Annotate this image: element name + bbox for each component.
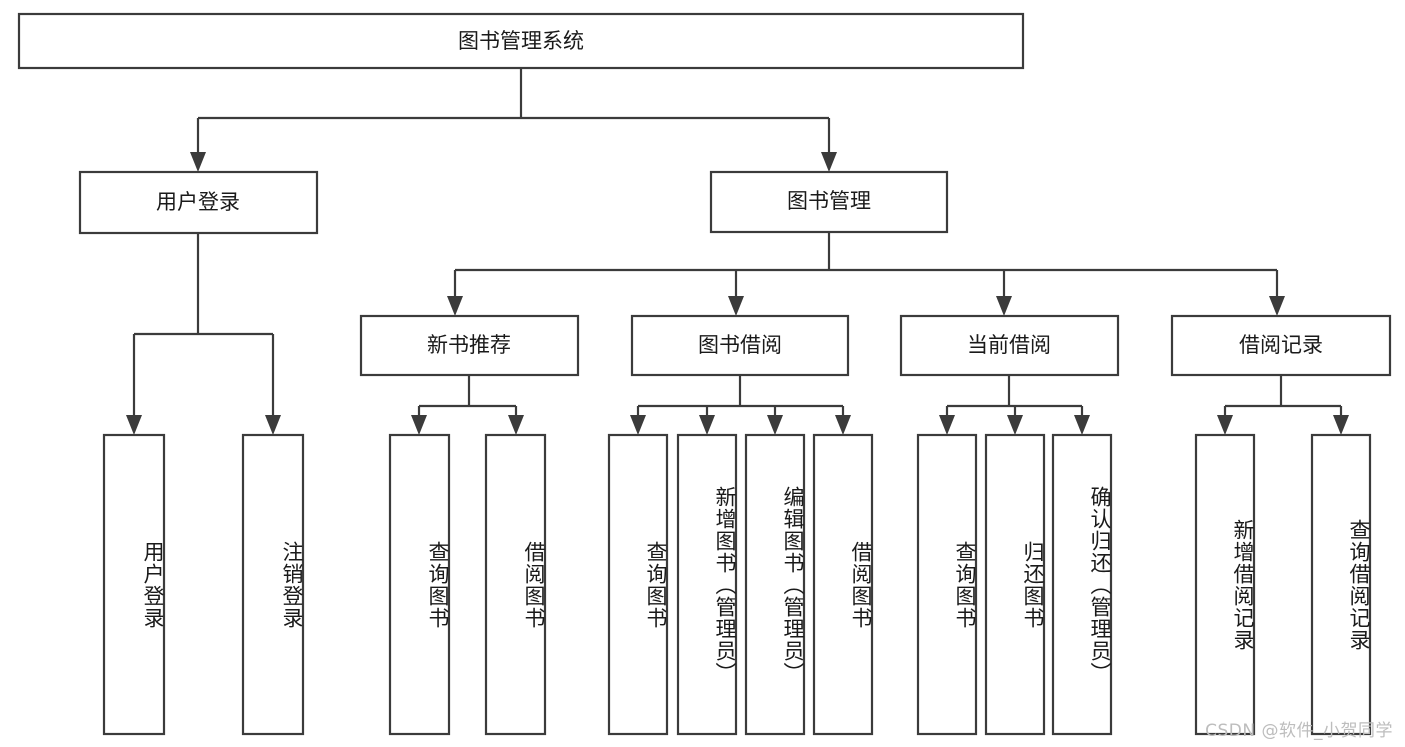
node-leaf-logout-login-box[interactable] bbox=[241, 433, 305, 736]
arrow-head-leaf-query-book-rec bbox=[411, 415, 427, 435]
node-new-book-recommend[interactable]: 新书推荐 bbox=[359, 314, 580, 377]
node-leaf-query-book-cur-box[interactable] bbox=[916, 433, 978, 736]
arrow-head-leaf-borrow-book-rec bbox=[508, 415, 524, 435]
node-leaf-query-book-borrow-box[interactable] bbox=[607, 433, 669, 736]
node-borrow-record[interactable]: 借阅记录 bbox=[1170, 314, 1392, 377]
node-book-borrow-label: 图书借阅 bbox=[698, 333, 782, 357]
node-leaf-query-record-box[interactable] bbox=[1310, 433, 1372, 736]
node-leaf-borrow-book-box[interactable] bbox=[812, 433, 874, 736]
node-book-manage-box[interactable] bbox=[709, 170, 949, 234]
node-leaf-borrow-book-rec-box[interactable] bbox=[484, 433, 547, 736]
arrow-head-leaf-logout-login bbox=[265, 415, 281, 435]
arrow-head-leaf-query-record bbox=[1333, 415, 1349, 435]
connector-group-borrow-record bbox=[1217, 375, 1349, 435]
node-leaf-edit-book-box[interactable] bbox=[744, 433, 806, 736]
node-new-book-recommend-box[interactable] bbox=[359, 314, 580, 377]
node-borrow-record-label: 借阅记录 bbox=[1239, 333, 1323, 357]
node-book-manage-label: 图书管理 bbox=[787, 189, 871, 213]
arrow-head-borrow-record bbox=[1269, 296, 1285, 316]
arrow-head-leaf-confirm-return bbox=[1074, 415, 1090, 435]
node-current-borrow-box[interactable] bbox=[899, 314, 1120, 377]
connector-group-book-manage bbox=[447, 232, 1285, 316]
arrow-head-book-manage bbox=[821, 152, 837, 172]
arrow-head-book-borrow bbox=[728, 296, 744, 316]
node-book-borrow[interactable]: 图书借阅 bbox=[630, 314, 850, 377]
arrow-head-leaf-add-record bbox=[1217, 415, 1233, 435]
node-book-manage[interactable]: 图书管理 bbox=[709, 170, 949, 234]
arrow-head-current-borrow bbox=[996, 296, 1012, 316]
node-leaf-confirm-return-box[interactable] bbox=[1051, 433, 1113, 736]
connector-group-user-login bbox=[126, 233, 281, 435]
arrow-head-leaf-query-book-borrow bbox=[630, 415, 646, 435]
leaf-boxes[interactable] bbox=[102, 433, 1372, 736]
node-borrow-record-box[interactable] bbox=[1170, 314, 1392, 377]
connector-group-book-borrow bbox=[630, 375, 851, 435]
arrow-head-leaf-query-book-cur bbox=[939, 415, 955, 435]
node-leaf-user-login-box[interactable] bbox=[102, 433, 166, 736]
connector-group-current-borrow bbox=[939, 375, 1090, 435]
node-root-label: 图书管理系统 bbox=[458, 29, 584, 53]
node-leaf-add-book-box[interactable] bbox=[676, 433, 738, 736]
node-user-login-box[interactable] bbox=[78, 170, 319, 235]
node-leaf-add-record-box[interactable] bbox=[1194, 433, 1256, 736]
arrow-head-leaf-edit-book bbox=[767, 415, 783, 435]
node-new-book-recommend-label: 新书推荐 bbox=[427, 333, 511, 357]
node-root[interactable]: 图书管理系统 bbox=[17, 12, 1025, 70]
node-user-login-label: 用户登录 bbox=[156, 190, 240, 214]
arrow-head-leaf-return-book bbox=[1007, 415, 1023, 435]
node-user-login[interactable]: 用户登录 bbox=[78, 170, 319, 235]
node-book-borrow-box[interactable] bbox=[630, 314, 850, 377]
node-leaf-return-book-box[interactable] bbox=[984, 433, 1046, 736]
arrow-head-leaf-add-book bbox=[699, 415, 715, 435]
arrow-head-new-book-recommend bbox=[447, 296, 463, 316]
connector-group-root bbox=[190, 68, 837, 172]
arrow-head-leaf-user-login bbox=[126, 415, 142, 435]
node-root-box[interactable] bbox=[17, 12, 1025, 70]
arrow-head-leaf-borrow-book bbox=[835, 415, 851, 435]
csdn-watermark: CSDN @软件_小贺同学 bbox=[1205, 721, 1393, 741]
node-current-borrow[interactable]: 当前借阅 bbox=[899, 314, 1120, 377]
node-current-borrow-label: 当前借阅 bbox=[967, 333, 1051, 357]
connector-group-new-book-recommend bbox=[411, 375, 524, 435]
node-leaf-query-book-rec-box[interactable] bbox=[388, 433, 451, 736]
arrow-head-user-login bbox=[190, 152, 206, 172]
